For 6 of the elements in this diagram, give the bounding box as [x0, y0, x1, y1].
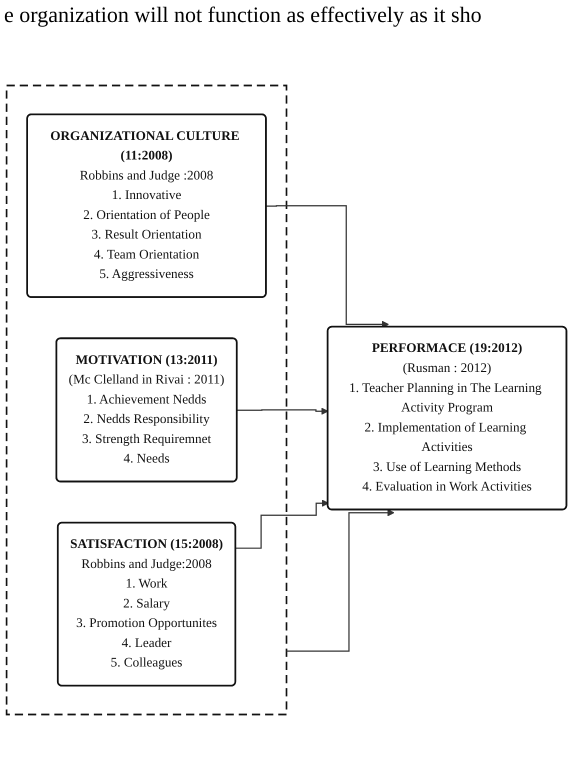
arrow — [286, 509, 394, 652]
arrow — [237, 408, 328, 415]
arrow — [266, 205, 390, 328]
cluster — [6, 84, 288, 716]
cut-off-text: e organization will not function as effectively as it sho — [4, 2, 482, 27]
arrow — [236, 500, 329, 549]
